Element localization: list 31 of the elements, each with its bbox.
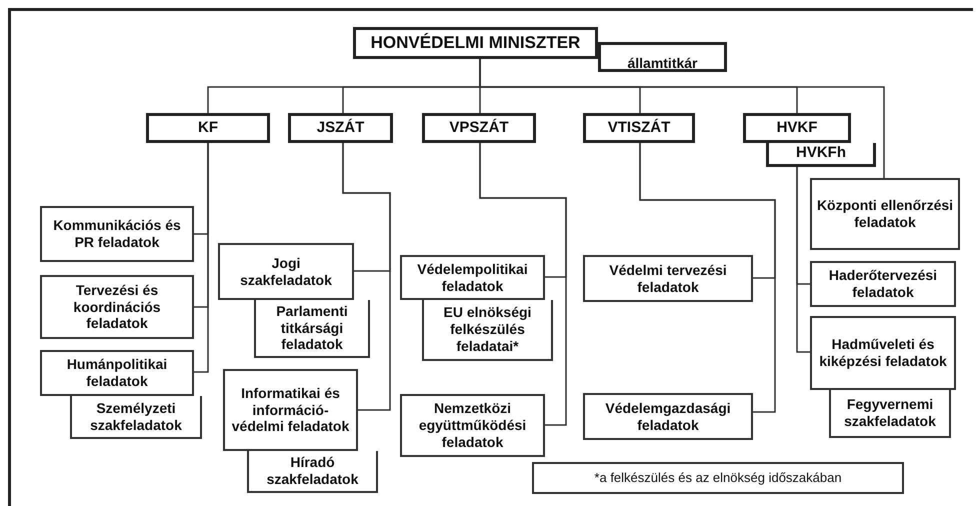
unit-box: KF: [146, 113, 270, 143]
task-box: Védelemgazdasági feladatok: [583, 393, 753, 440]
task-box: Nemzetközi együttműködési feladatok: [400, 394, 545, 457]
task-box: Védelmi tervezési feladatok: [583, 255, 753, 302]
unit-box: VPSZÁT: [422, 113, 536, 143]
connector-line: [639, 143, 776, 413]
connector-line: [342, 143, 391, 411]
task-box: Informatikai és információ-védelmi feladatok: [223, 369, 358, 451]
unit-box: HVKFh: [766, 143, 876, 167]
connector-line: [479, 143, 567, 426]
unit-box: HVKF: [743, 113, 851, 143]
task-box: Híradó szakfeladatok: [247, 451, 378, 493]
task-box: Parlamenti titkársági feladatok: [254, 300, 370, 358]
task-box: Kommunikációs és PR feladatok: [40, 206, 194, 262]
task-box: EU elnökségi felkészülés feladatai*: [422, 300, 553, 361]
unit-box: HONVÉDELMI MINISZTER: [353, 27, 598, 59]
unit-box: JSZÁT: [288, 113, 393, 143]
task-box: Haderőtervezési feladatok: [810, 261, 956, 307]
task-box: Hadműveleti és kiképzési feladatok: [810, 316, 956, 390]
task-box: Védelempolitikai feladatok: [400, 255, 545, 300]
task-box: Tervezési és koordinációs feladatok: [40, 275, 194, 339]
footnote-box: *a felkészülés és az elnökség időszakában: [532, 462, 904, 494]
unit-box: államtitkár: [598, 42, 727, 72]
task-box: Jogi szakfeladatok: [218, 243, 354, 300]
task-box: Személyzeti szakfeladatok: [70, 396, 202, 439]
connector-line: [194, 143, 209, 373]
connector-line: [796, 167, 810, 353]
task-box: Központi ellenőrzési feladatok: [810, 178, 960, 250]
task-box: Humánpolitikai feladatok: [40, 350, 194, 396]
task-box: Fegyvernemi szakfeladatok: [829, 390, 951, 438]
unit-box: VTISZÁT: [583, 113, 695, 143]
